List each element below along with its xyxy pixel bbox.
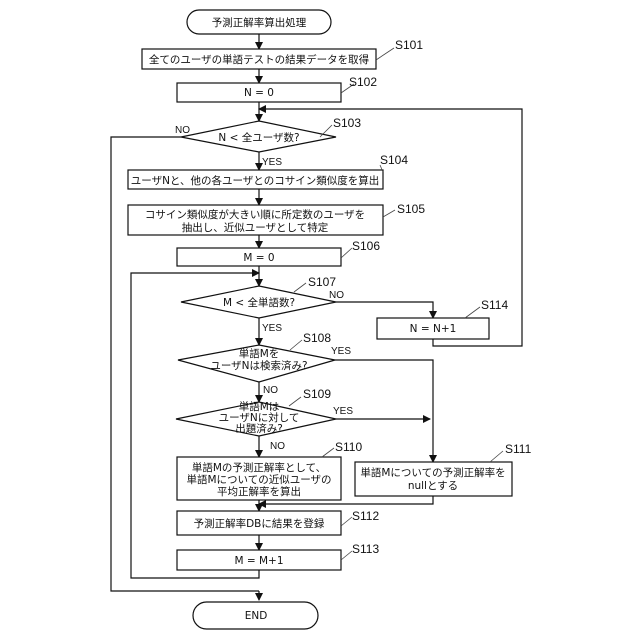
s109-yes-label: YES xyxy=(333,406,353,417)
step-s105-id: S105 xyxy=(397,202,425,216)
decision-s107: M < 全単語数? S107 NO YES xyxy=(181,275,344,334)
step-s113: M = M+1 S113 xyxy=(177,542,379,570)
s103-no-label: NO xyxy=(175,125,190,136)
step-s111-text-1: 単語Mについての予測正解率を xyxy=(360,466,505,479)
step-s102-id: S102 xyxy=(349,75,377,89)
step-s113-text: M = M+1 xyxy=(234,555,283,567)
step-s112-id: S112 xyxy=(352,509,379,523)
end-terminal: END xyxy=(193,602,318,629)
step-s111-text-2: nullとする xyxy=(408,480,458,492)
step-s114: N = N+1 S114 xyxy=(377,298,508,339)
step-s105: コサイン類似度が大きい順に所定数のユーザを 抽出し、近似ユーザとして特定 S10… xyxy=(128,202,425,235)
step-s112: 予測正解率DBに結果を登録 S112 xyxy=(177,509,379,535)
step-s101-id: S101 xyxy=(395,38,423,52)
step-s110-text-1: 単語Mの予測正解率として、 xyxy=(192,461,326,474)
end-label: END xyxy=(245,610,268,622)
decision-s108-text-2: ユーザNは検索済み? xyxy=(210,359,307,372)
step-s105-text-1: コサイン類似度が大きい順に所定数のユーザを xyxy=(145,208,365,221)
start-label: 予測正解率算出処理 xyxy=(212,16,307,29)
step-s106-id: S106 xyxy=(352,239,380,253)
step-s102: N = 0 S102 xyxy=(177,75,377,102)
step-s111-id: S111 xyxy=(505,442,532,456)
step-s110-text-3: 平均正解率を算出 xyxy=(217,485,301,498)
step-s114-text: N = N+1 xyxy=(410,323,457,335)
s107-no-label: NO xyxy=(329,290,344,301)
step-s101-text: 全てのユーザの単語テストの結果データを取得 xyxy=(149,53,369,66)
step-s114-id: S114 xyxy=(481,298,508,312)
step-s112-text: 予測正解率DBに結果を登録 xyxy=(194,517,325,530)
decision-s108-text-1: 単語Mを xyxy=(239,347,280,360)
decision-s109: 単語Mは ユーザNに対して 出題済み? S109 YES NO xyxy=(176,387,353,452)
step-s106-text: M = 0 xyxy=(243,252,274,264)
s109-no-label: NO xyxy=(270,441,285,452)
step-s110-text-2: 単語Mについての近似ユーザの xyxy=(186,473,331,486)
step-s111: 単語Mについての予測正解率を nullとする S111 xyxy=(355,442,532,496)
decision-s109-id: S109 xyxy=(303,387,331,401)
step-s104-id: S104 xyxy=(380,153,408,167)
decision-s109-text-3: 出題済み? xyxy=(235,422,283,435)
step-s102-text: N = 0 xyxy=(244,87,274,99)
decision-s103-text: N < 全ユーザ数? xyxy=(218,131,299,144)
s108-no-label: NO xyxy=(263,385,278,396)
step-s101: 全てのユーザの単語テストの結果データを取得 S101 xyxy=(142,38,423,69)
s107-yes-label: YES xyxy=(262,323,282,334)
step-s105-text-2: 抽出し、近似ユーザとして特定 xyxy=(182,221,329,234)
line-s107-no-to-s114 xyxy=(336,302,433,318)
step-s113-id: S113 xyxy=(352,542,379,556)
start-terminal: 予測正解率算出処理 xyxy=(187,10,331,34)
s108-yes-label: YES xyxy=(331,346,351,357)
step-s110-id: S110 xyxy=(335,440,362,454)
step-s104-text: ユーザNと、他の各ユーザとのコサイン類似度を算出 xyxy=(131,174,379,187)
decision-s103: N < 全ユーザ数? S103 NO YES xyxy=(175,116,361,168)
decision-s103-id: S103 xyxy=(333,116,361,130)
decision-s107-text: M < 全単語数? xyxy=(223,296,295,309)
decision-s107-id: S107 xyxy=(308,275,336,289)
decision-s108-id: S108 xyxy=(303,331,331,345)
step-s106: M = 0 S106 xyxy=(177,239,380,266)
s103-yes-label: YES xyxy=(262,157,282,168)
